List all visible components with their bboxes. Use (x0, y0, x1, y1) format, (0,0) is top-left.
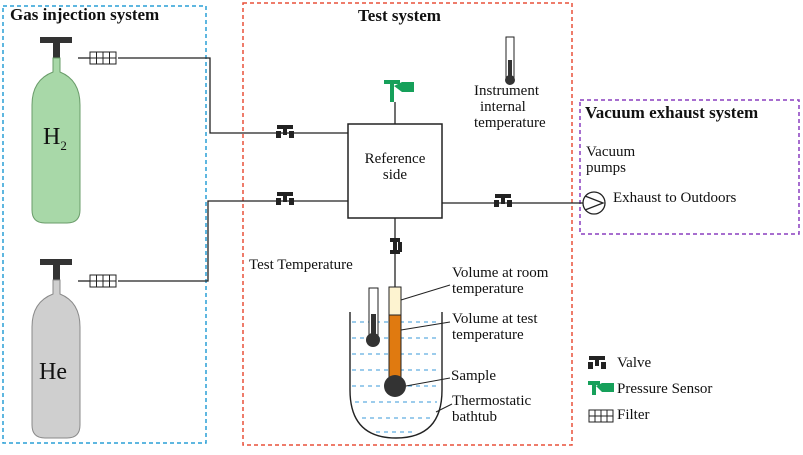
valve-icon (494, 194, 512, 207)
vacuum-pump-icon (582, 191, 606, 215)
thermostatic-bath-label: Thermostatic bathtub (452, 393, 532, 425)
valve-icon (390, 238, 402, 254)
vacuum-exhaust-frame (579, 99, 800, 235)
h2-label: H2 (43, 124, 67, 153)
test-system-title: Test system (358, 6, 441, 25)
test-temperature-label: Test Temperature (249, 257, 353, 273)
filter-icon (89, 274, 117, 288)
test-system-frame (242, 2, 573, 446)
filter-icon (89, 51, 117, 65)
legend-pressure-sensor-icon (588, 381, 614, 395)
h2-cylinder (31, 37, 81, 224)
valve-icon (276, 125, 294, 138)
valve-icon (276, 192, 294, 205)
thermometer-icon (505, 36, 515, 85)
he-label: He (39, 359, 67, 385)
instrument-temperature-label: Instrument internal temperature (474, 83, 546, 131)
legend-valve-icon (588, 356, 606, 369)
volume-room-label: Volume at room temperature (452, 265, 549, 297)
test-thermometer-icon (366, 287, 380, 347)
legend-valve-label: Valve (617, 355, 652, 371)
gas-injection-frame (2, 5, 207, 444)
legend-filter-icon (588, 409, 614, 423)
vacuum-exhaust-title: Vacuum exhaust system (585, 103, 759, 122)
legend-filter-label: Filter (617, 407, 650, 423)
sample-tube (384, 286, 406, 397)
leader-lines (400, 284, 453, 413)
exhaust-label: Exhaust to Outdoors (613, 190, 737, 206)
reference-side-box (347, 123, 443, 219)
reference-side-label: Reference side (364, 151, 426, 183)
legend-pressure-sensor-label: Pressure Sensor (617, 381, 713, 397)
vacuum-pumps-label: Vacuum pumps (586, 144, 636, 176)
pressure-sensor-icon (384, 80, 414, 102)
volume-test-label: Volume at test temperature (452, 311, 538, 343)
he-cylinder (31, 259, 81, 439)
gas-injection-title: Gas injection system (10, 5, 160, 24)
sample-label: Sample (451, 368, 496, 384)
